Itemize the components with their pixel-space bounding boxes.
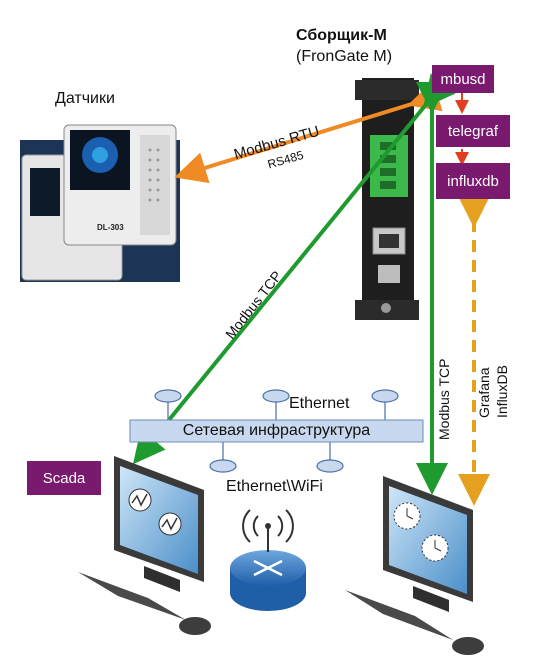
gateway-title: Сборщик-М [296, 27, 387, 44]
modbus-tcp-scada-link [132, 73, 456, 465]
ethernet-wifi-label: Ethernet\WiFi [226, 478, 323, 495]
influxdb-box: influxdb [436, 163, 510, 199]
router-icon [230, 509, 306, 611]
sensors-photo [20, 124, 180, 282]
gateway-subtitle: (FronGate M) [296, 48, 393, 65]
telegraf-box: telegraf [436, 115, 510, 147]
ethernet-label: Ethernet [289, 395, 350, 412]
scada-computer-icon [78, 456, 211, 635]
mbusd-box: mbusd [432, 65, 494, 93]
grafana-label: Grafana [476, 367, 492, 418]
scada-box: Scada [27, 461, 101, 495]
client-computer-icon [345, 476, 484, 655]
gateway-device [355, 78, 419, 320]
modbus-tcp-right-label: Modbus TCP [436, 358, 452, 440]
network-bar [129, 389, 424, 473]
influxdb-link-label: InfluxDB [494, 365, 510, 418]
network-infrastructure-label: Сетевая инфраструктура [182, 422, 371, 439]
sensors-label: Датчики [55, 90, 115, 107]
sensor-model-label: DL-303 [97, 223, 124, 232]
